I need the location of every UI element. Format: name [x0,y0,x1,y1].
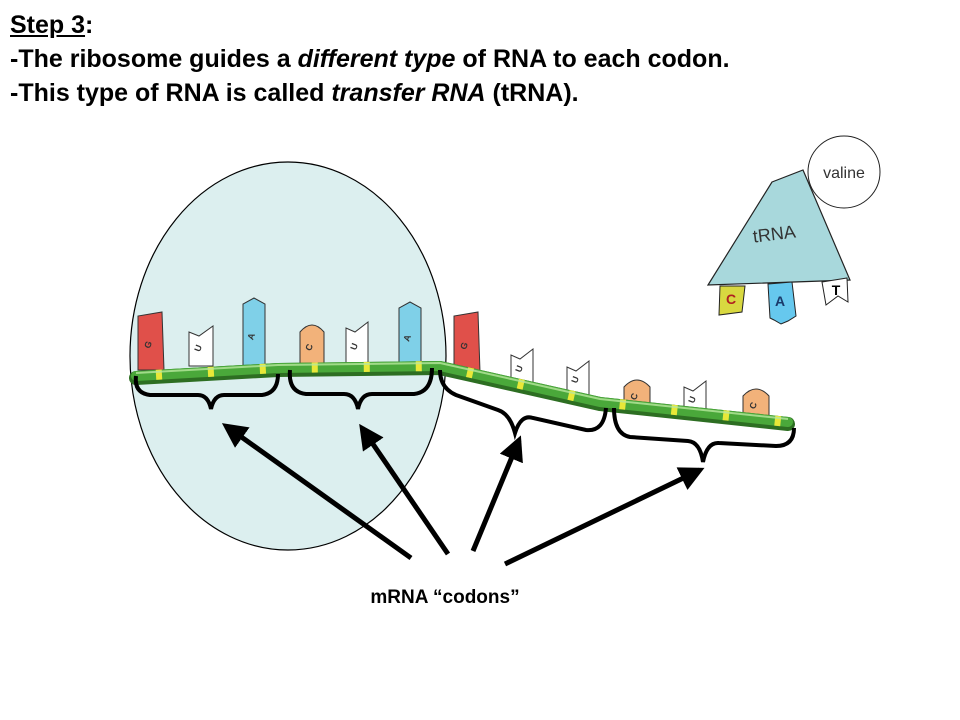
mrna-base-label: G [458,341,470,351]
mrna-base: U [566,359,590,396]
trna-base-a-label: A [775,293,785,309]
codon-arrow-4 [503,467,705,567]
mrna-base-label: A [245,331,257,341]
mrna-base: A [242,297,266,367]
title-line-2: -This type of RNA is called transfer RNA… [10,76,950,110]
line1-emphasis: different type [297,45,456,73]
line2-emphasis: transfer RNA [331,79,486,107]
amino-acid-label: valine [823,165,865,182]
mrna-base: C [742,388,770,421]
codon-brace-2 [287,367,434,410]
line2-text-a: -This type of RNA is called [10,79,332,107]
codon-arrows [221,423,705,567]
mrna-base: C [299,324,325,367]
mrna-base: G [453,311,481,373]
trna-anticodon-base-c [718,285,746,316]
trna-anticodon-base-a [767,281,797,325]
line1-text-a: -The ribosome guides a [10,45,298,73]
mrna-base-label: U [192,343,204,353]
codon-brace-3 [438,369,608,441]
trna-molecule: C A T tRNA valine [706,135,881,325]
codon-arrow-3 [470,435,523,552]
mrna-base-shape [137,311,165,371]
codon-braces [133,367,796,463]
mrna-base-label: C [303,342,315,352]
line2-text-b: (tRNA). [485,79,579,107]
mrna-base-label: U [569,375,581,385]
mrna-base-shape [742,388,770,421]
mrna-base-label: G [142,340,154,350]
codon-brace-1 [133,373,280,410]
mrna-base: U [188,325,214,367]
title-line-step: Step 3: [10,8,950,42]
ribosome-ellipse [129,161,447,551]
slide-title: Step 3: -The ribosome guides a different… [10,8,950,110]
trna-base-t-label: T [832,282,841,298]
amino-acid-bubble [807,135,881,209]
mrna-base-shape [188,325,214,367]
mrna-base-label: U [348,342,360,352]
codon-arrow-1 [221,423,413,561]
mrna-base-label: A [401,333,413,343]
trna-anticodon-base-t [821,277,849,306]
trna-base-c-label: C [726,291,736,307]
mrna-strand [129,360,795,431]
mrna-base-label: U [686,395,698,405]
line1-text-b: of RNA to each codon. [455,45,730,73]
codon-brace-4 [612,407,796,463]
mrna-base-label: C [747,400,759,410]
step-colon: : [85,11,94,39]
codon-caption: mRNA “codons” [370,587,519,608]
mrna-base-shape [242,297,266,367]
mrna-base-label: C [628,391,640,401]
step-label: Step 3 [10,11,86,39]
mrna-base-shape [453,311,481,373]
mrna-base: A [398,301,422,367]
mrna-base: G [137,311,165,371]
codon-arrow-2 [359,423,451,556]
title-line-1: -The ribosome guides a different type of… [10,42,950,76]
mrna-base-label: U [513,364,525,374]
mrna-base-shape [299,324,325,367]
trna-body [706,169,851,286]
